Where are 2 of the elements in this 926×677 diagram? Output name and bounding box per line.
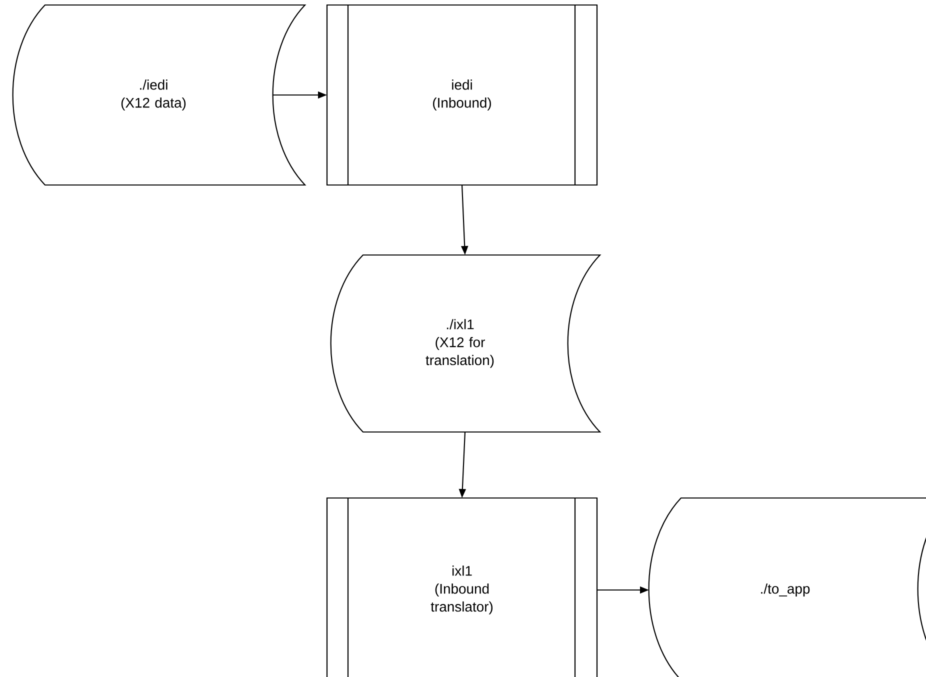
predefined-process-box: ixl1 (Inbound translator) [326,497,598,677]
predefined-process-box: iedi (Inbound) [326,4,598,186]
